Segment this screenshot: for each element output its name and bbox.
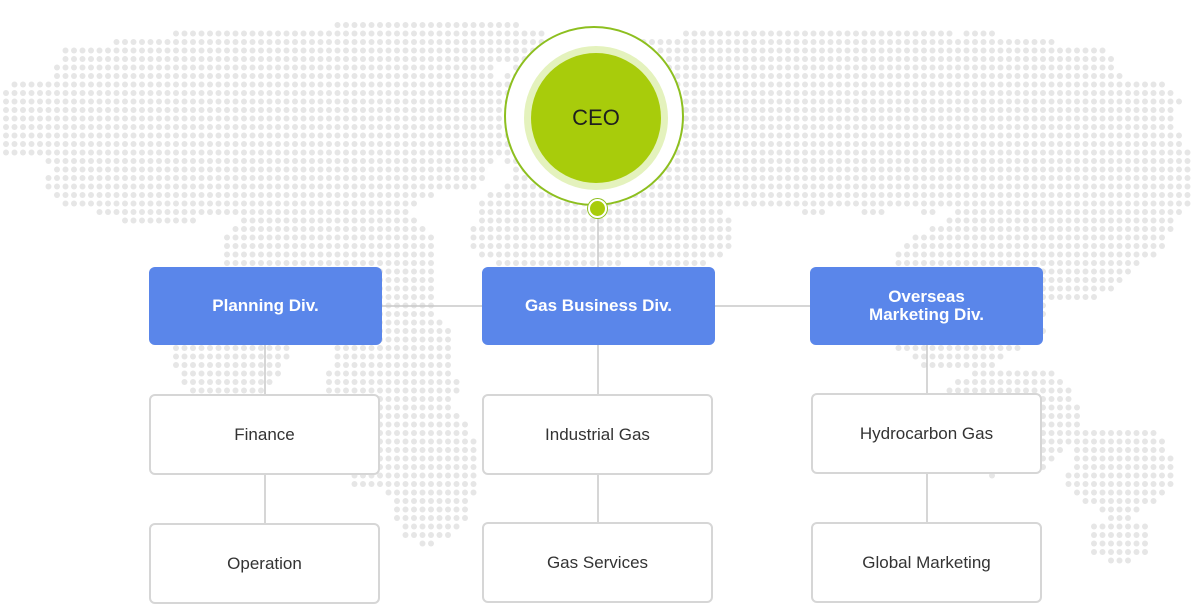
ceo-connector-dot <box>588 199 607 218</box>
ceo-circle: CEO <box>531 53 661 183</box>
division-planning: Planning Div. <box>149 267 382 345</box>
team-industrial-gas-label: Industrial Gas <box>545 424 650 444</box>
team-gas-services-label: Gas Services <box>546 552 649 572</box>
division-gas-business: Gas Business Div. <box>482 267 715 345</box>
team-global-marketing: Global Marketing <box>811 522 1042 603</box>
ceo-label: CEO <box>572 105 620 130</box>
team-global-marketing-label: Global Marketing <box>862 552 991 572</box>
division-overseas-marketing: Overseas Marketing Div. <box>810 267 1043 345</box>
division-planning-label: Planning Div. <box>212 296 319 315</box>
team-hydrocarbon-gas: Hydrocarbon Gas <box>811 393 1042 474</box>
division-gas-business-label: Gas Business Div. <box>524 296 673 315</box>
team-gas-services: Gas Services <box>482 522 713 603</box>
team-hydrocarbon-gas-label: Hydrocarbon Gas <box>859 423 994 443</box>
team-operation-label: Operation <box>227 553 302 573</box>
team-industrial-gas: Industrial Gas <box>482 394 713 475</box>
team-finance: Finance <box>149 394 380 475</box>
division-overseas-marketing-label: Overseas Marketing Div. <box>869 287 984 324</box>
team-operation: Operation <box>149 523 380 604</box>
team-finance-label: Finance <box>234 424 295 444</box>
